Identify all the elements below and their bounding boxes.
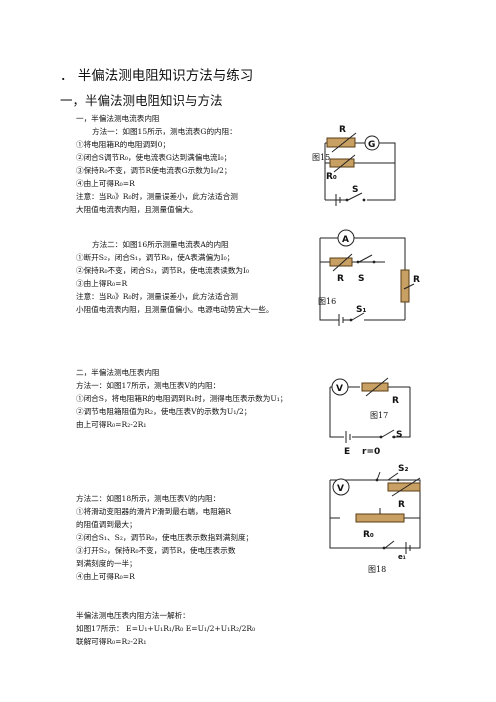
fig18-resistor-R xyxy=(387,482,421,492)
fig16-caption: 图16 xyxy=(318,297,337,306)
fig15-resistor-R xyxy=(326,137,356,148)
p5-line-0: 半偏法测电压表内阻方法一解析： xyxy=(76,611,190,620)
svg-text:A: A xyxy=(342,235,349,245)
fig16-ammeter xyxy=(337,229,355,247)
fig18-rheostat-R0 xyxy=(355,513,405,523)
fig16-label-S1: S₁ xyxy=(356,305,367,315)
p3-line-1: ①闭合S，将电阻箱R的电阻调到R₁时，测得电压表示数为U₁； xyxy=(76,394,288,403)
p1-heading: 一，半偏法测电流表内阻 xyxy=(76,114,160,123)
svg-text:G: G xyxy=(368,140,375,150)
section-heading: 一，半偏法测电阻知识与方法 xyxy=(60,93,223,108)
p5-line-1: 如图17所示： E=U₁+U₁R₁/R₀ E=U₁/2+U₁R₂/2R₀ xyxy=(76,624,256,633)
fig18-voltmeter xyxy=(332,478,350,496)
p1-line-1: ①将电阻箱R的电阻调到0； xyxy=(76,140,171,149)
p2-line-4: 注意：当R₀》R₀时，测量误差小，此方法适合测 xyxy=(76,292,238,301)
p2-line-3: ③由上得R₀=R xyxy=(76,279,128,288)
p4-line-1: ①将滑动变阻器的滑片P滑到最右端，电阻箱R xyxy=(76,507,232,516)
p1-line-6: 大阻值电流表内阻，且测量值偏大。 xyxy=(76,205,198,214)
fig17-label-S: S xyxy=(396,430,403,440)
p5-line-2: 联解可得R₀=R₂-2R₁ xyxy=(76,637,147,646)
p4-line-0: 方法二：如图18所示，测电压表V的内阻： xyxy=(76,494,221,503)
fig18-label-R0: R₀ xyxy=(363,530,374,540)
p4-line-2: 的阻值调到最大； xyxy=(76,520,137,529)
p4-line-3: ②闭合S₁、S₂，调节R₀，使电压表示数指到满刻度； xyxy=(76,533,254,542)
fig18-label-R: R xyxy=(398,500,405,510)
svg-text:V: V xyxy=(337,484,344,494)
p3-heading: 二，半偏法测电压表内阻 xyxy=(76,368,160,377)
p3-line-3: 由上可得R₀=R₂-2R₁ xyxy=(76,420,147,429)
fig15-resistor-R0 xyxy=(329,158,355,168)
p1-line-5: 注意：当R₀》R₀时，测量误差小，此方法适合测 xyxy=(76,192,238,201)
p1-line-0: 方法一：如图15所示，测电流表G的内阻： xyxy=(92,127,237,136)
fig15-label-R: R xyxy=(339,125,346,135)
p4-line-4: ③打开S₂，保持R₀不变，调节R，使电压表示数 xyxy=(76,546,236,555)
svg-text:V: V xyxy=(336,384,343,394)
p4-line-6: ④由上可得R₀=R xyxy=(76,572,135,581)
fig15-label-S: S xyxy=(352,185,359,195)
p1-line-4: ④由上可得R₀=R xyxy=(76,179,135,188)
fig16-label-Rv: R xyxy=(413,275,420,285)
p2-line-2: ②保持R₀不变，闭合S₂，调节R，使电流表读数为I₀ xyxy=(76,266,250,275)
p4-line-5: 到满刻度的一半； xyxy=(76,559,137,568)
fig15-galvanometer xyxy=(364,135,380,151)
document-title: ． 半偏法测电阻知识方法与练习 xyxy=(60,68,254,84)
fig17-resistor-R xyxy=(361,382,389,392)
fig17-voltmeter xyxy=(331,378,349,396)
p2-line-0: 方法二：如图16所示测量电流表A的内阻 xyxy=(92,240,229,249)
fig15-caption: 图15 xyxy=(312,153,331,162)
p2-line-1: ①断开S₂，闭合S₁，调节R₀，使A表满偏为I₀； xyxy=(76,253,235,262)
p3-line-2: ②调节电阻箱阻值为R₂，使电压表V的示数为U₁/2； xyxy=(76,407,252,416)
fig16-label-S: S xyxy=(358,274,365,284)
p1-line-3: ③保持R₀不变，调节R使电流表G示数为I₀/2； xyxy=(76,166,232,175)
fig17-label-r0: r=0 xyxy=(362,447,381,457)
p3-line-0: 方法一：如图17所示，测电压表V的内阻： xyxy=(76,381,221,390)
fig17-label-E: E xyxy=(344,447,351,457)
fig16-label-R: R xyxy=(337,274,344,284)
fig18-label-e1: e₁ xyxy=(398,553,406,561)
fig17-label-R: R xyxy=(392,396,399,406)
fig18-label-S2: S₂ xyxy=(398,464,409,474)
fig16-resistor-R xyxy=(329,257,353,267)
fig15-label-R0: R₀ xyxy=(326,172,337,182)
p2-line-5: 小阻值电流表内阻，且测量值偏小。电源电动势宜大一些。 xyxy=(76,305,274,314)
fig18-caption: 图18 xyxy=(368,565,387,574)
p1-line-2: ②闭合S调节R₀，使电流表G达到满偏电流I₀； xyxy=(76,153,232,162)
fig17-caption: 图17 xyxy=(370,411,389,420)
